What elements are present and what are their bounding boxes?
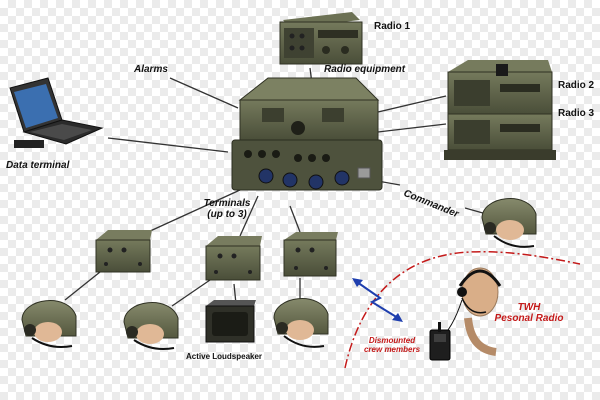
helmet-3-icon — [273, 298, 329, 348]
label-radio-equipment: Radio equipment — [324, 64, 406, 75]
terminal-box-3 — [283, 232, 338, 277]
commander-helmet-icon — [481, 198, 537, 248]
label-alarms: Alarms — [134, 64, 168, 75]
helmet-2-icon — [123, 302, 179, 350]
label-dismounted-line2: crew members — [363, 345, 421, 354]
label-dismounted: Dismounted crew members — [356, 336, 428, 354]
line-terminal-left — [147, 189, 241, 233]
radio-1-icon — [279, 12, 363, 65]
label-active-loudspeaker: Active Loudspeaker — [186, 352, 263, 361]
handheld-radio-icon — [429, 322, 451, 361]
laptop-icon — [9, 77, 104, 148]
label-radio-3: Radio 3 — [558, 108, 595, 119]
line-terminal-middle — [239, 195, 259, 237]
label-terminals-line2: (up to 3) — [207, 209, 247, 220]
dismounted-boundary-line — [344, 250, 581, 369]
helmet-1-icon — [21, 300, 77, 348]
wireless-icon — [352, 278, 403, 322]
terminal-box-1 — [95, 230, 152, 273]
line-terminal-right — [289, 205, 301, 233]
label-radio-1: Radio 1 — [374, 21, 411, 32]
loudspeaker-icon — [205, 300, 256, 343]
central-unit-icon — [231, 77, 383, 191]
label-twh: TWH Pesonal Radio — [484, 302, 574, 324]
terminal-box-2 — [205, 236, 262, 281]
line-helmet-2 — [171, 279, 211, 307]
label-radio-2: Radio 2 — [558, 80, 595, 91]
headset-person-icon — [439, 267, 502, 356]
label-terminals: Terminals (up to 3) — [192, 198, 262, 220]
line-helmet-1 — [64, 271, 101, 301]
label-dismounted-line1: Dismounted — [368, 336, 416, 345]
line-radio-2 — [377, 95, 447, 113]
label-twh-title: TWH — [517, 302, 541, 313]
line-alarms — [169, 77, 239, 109]
label-terminals-line1: Terminals — [203, 198, 251, 209]
line-radio-3 — [377, 123, 447, 133]
radio-stack-icon — [444, 60, 556, 160]
label-twh-sub: Pesonal Radio — [494, 313, 564, 324]
label-data-terminal: Data terminal — [6, 160, 70, 171]
line-data-terminal — [107, 137, 229, 153]
